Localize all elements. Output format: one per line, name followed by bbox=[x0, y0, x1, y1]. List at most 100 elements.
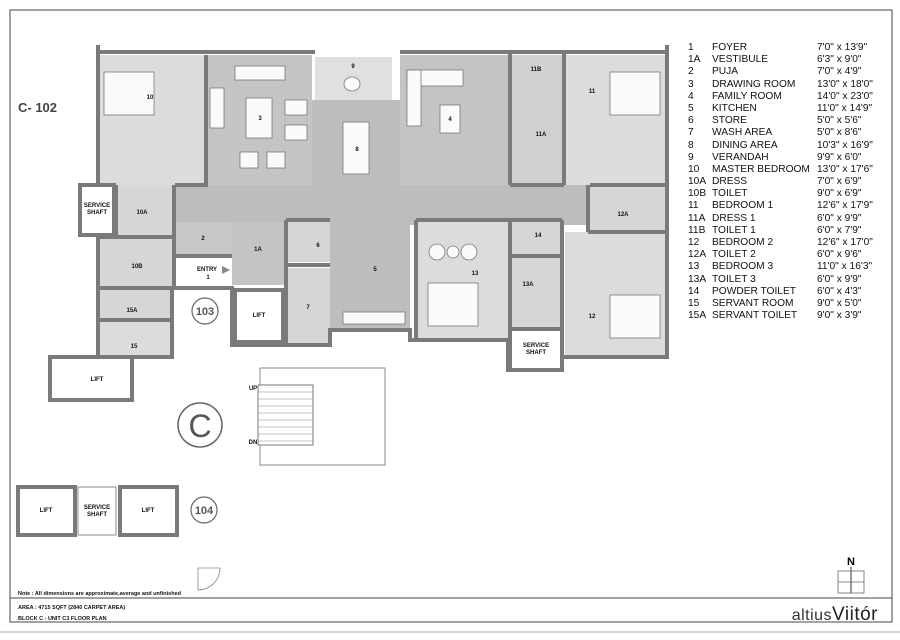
legend-name: PUJA bbox=[712, 66, 739, 78]
label-3: 3 bbox=[258, 116, 262, 122]
label-1a: 1A bbox=[254, 247, 262, 253]
legend-size: 13'0" x 18'0" bbox=[817, 78, 873, 90]
legend-size: 6'0" x 9'9" bbox=[817, 212, 862, 224]
room-11a-11b bbox=[512, 55, 564, 185]
page-frame bbox=[9, 9, 893, 623]
chair bbox=[239, 151, 259, 169]
entry-arrow-icon bbox=[222, 266, 230, 274]
legend-row: 6 STORE 5'0" x 5'6" bbox=[688, 115, 873, 127]
legend-size: 10'3" x 16'9" bbox=[817, 139, 873, 151]
legend-name: TOILET 3 bbox=[712, 273, 756, 285]
legend-name: TOILET bbox=[712, 188, 748, 200]
legend-num: 15 bbox=[688, 297, 700, 309]
legend-size: 7'0" x 13'9" bbox=[817, 42, 868, 53]
legend-name: STORE bbox=[712, 115, 747, 127]
label-lift: LIFT bbox=[40, 508, 53, 514]
label-15a: 15A bbox=[126, 308, 138, 314]
legend-num: 1A bbox=[688, 54, 701, 66]
dining-table bbox=[342, 121, 370, 175]
legend-name: DRESS 1 bbox=[712, 212, 756, 224]
brand-logo: altiusViitór bbox=[791, 604, 878, 625]
label-stair-down: DN bbox=[249, 440, 258, 446]
room-labels: 10 3 9 8 4 11B 11A 11 10A 10B 15A 15 2 1… bbox=[18, 64, 629, 518]
label-lift: LIFT bbox=[91, 377, 104, 383]
legend-row: 13A TOILET 3 6'0" x 9'9" bbox=[688, 274, 873, 286]
label-9: 9 bbox=[351, 64, 355, 70]
label-service-shaft: SHAFT bbox=[87, 512, 107, 518]
legend-size: 7'0" x 4'9" bbox=[817, 66, 862, 78]
legend-row: 10B TOILET 9'0" x 6'9" bbox=[688, 188, 873, 200]
coffee-table bbox=[245, 97, 273, 139]
legend-size: 5'0" x 5'6" bbox=[817, 115, 862, 127]
chair bbox=[266, 151, 286, 169]
legend-num: 11A bbox=[688, 212, 706, 224]
room-10b bbox=[100, 238, 172, 286]
staircase bbox=[257, 384, 314, 446]
legend-name: POWDER TOILET bbox=[712, 285, 796, 297]
verandah-table bbox=[343, 76, 361, 92]
legend-num: 10 bbox=[688, 163, 700, 175]
block-unit-label: BLOCK C - UNIT C3 FLOOR PLAN bbox=[18, 616, 107, 622]
legend-num: 12A bbox=[688, 249, 707, 261]
label-12: 12 bbox=[589, 314, 596, 320]
label-2: 2 bbox=[201, 236, 205, 242]
legend-size: 9'0" x 3'9" bbox=[817, 310, 862, 322]
legend-name: SERVANT TOILET bbox=[712, 310, 798, 322]
bed bbox=[609, 294, 661, 339]
label-11a: 11A bbox=[536, 132, 547, 138]
label-8: 8 bbox=[355, 147, 359, 153]
legend-size: 9'0" x 5'0" bbox=[817, 297, 862, 309]
legend-num: 10B bbox=[688, 188, 707, 200]
common-area bbox=[16, 266, 386, 591]
legend-name: MASTER BEDROOM bbox=[712, 163, 810, 175]
label-15: 15 bbox=[131, 344, 138, 350]
legend-size: 12'6" x 17'0" bbox=[817, 237, 873, 248]
room-10a bbox=[117, 185, 172, 235]
legend-name: KITCHEN bbox=[712, 102, 757, 114]
legend-num: 11B bbox=[688, 224, 706, 236]
legend-size: 6'0" x 9'9" bbox=[817, 273, 862, 285]
legend-num: 8 bbox=[688, 139, 694, 151]
label-service-shaft: SERVICE bbox=[84, 505, 110, 511]
bed bbox=[103, 71, 155, 116]
label-service-shaft: SERVICE bbox=[84, 203, 110, 209]
room-powder bbox=[512, 222, 560, 255]
legend-size: 9'9" x 6'0" bbox=[817, 151, 862, 163]
legend-name: DINING AREA bbox=[712, 139, 778, 151]
label-13a: 13A bbox=[522, 282, 534, 288]
legend-size: 9'0" x 6'9" bbox=[817, 188, 862, 200]
legend-num: 7 bbox=[688, 127, 694, 139]
furniture bbox=[103, 65, 661, 339]
legend-name: VERANDAH bbox=[712, 151, 769, 163]
legend-name: BEDROOM 1 bbox=[712, 200, 774, 212]
legend-name: FAMILY ROOM bbox=[712, 90, 782, 102]
unit-103-label: 103 bbox=[196, 306, 214, 318]
legend-num: 1 bbox=[688, 42, 694, 53]
label-entry: ENTRY bbox=[197, 267, 217, 273]
legend-name: WASH AREA bbox=[712, 127, 773, 139]
walls bbox=[78, 45, 669, 372]
label-lift: LIFT bbox=[253, 313, 266, 319]
sectional-sofa bbox=[406, 69, 422, 127]
legend-name: TOILET 1 bbox=[712, 224, 756, 236]
legend-num: 13A bbox=[688, 273, 707, 285]
legend-size: 6'3" x 9'0" bbox=[817, 54, 862, 66]
sofa bbox=[209, 87, 225, 129]
legend-num: 2 bbox=[688, 66, 694, 78]
legend-name: BEDROOM 3 bbox=[712, 261, 774, 273]
bed bbox=[609, 71, 661, 116]
north-arrow-icon: N bbox=[837, 556, 865, 594]
legend-num: 3 bbox=[688, 78, 694, 90]
legend-num: 6 bbox=[688, 115, 694, 127]
